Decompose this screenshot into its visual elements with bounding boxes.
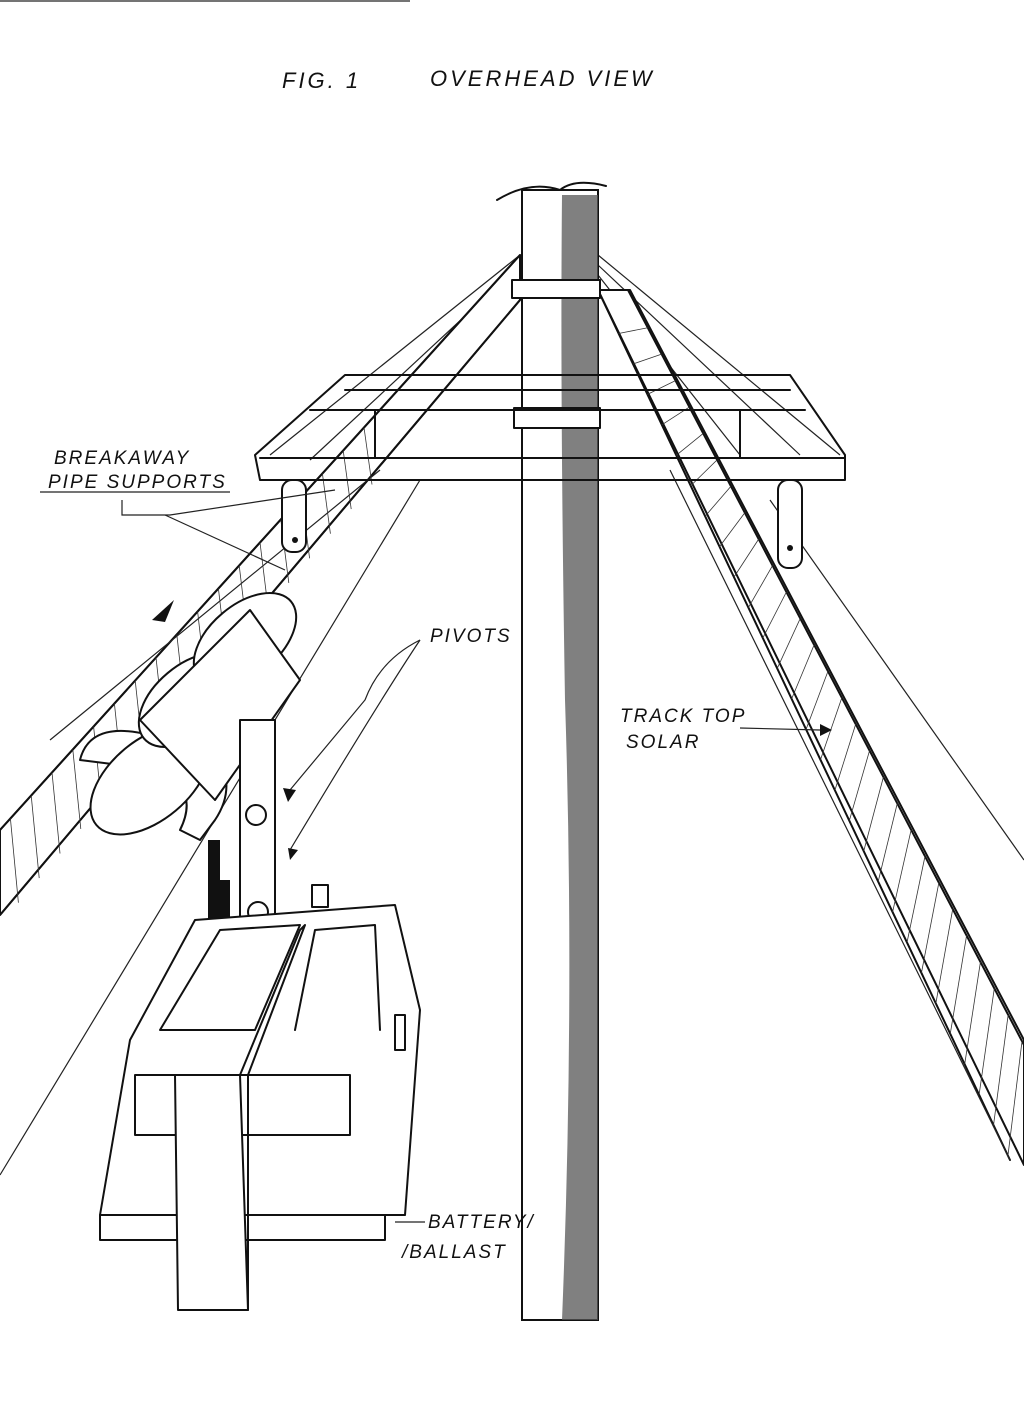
solar-cell-line xyxy=(1007,1041,1023,1156)
pole-clamp-lower xyxy=(513,407,601,429)
solar-cell-line xyxy=(877,803,898,882)
battery-ballast-car xyxy=(99,884,421,1311)
solar-cell-line xyxy=(820,697,843,760)
solar-cell-line xyxy=(322,473,331,534)
breakaway-frame xyxy=(254,374,846,569)
solar-cell-line xyxy=(632,353,662,365)
figure-title: OVERHEAD VIEW xyxy=(430,66,655,91)
pipe-support-left xyxy=(281,479,307,553)
solar-cell-line xyxy=(647,380,676,395)
solar-cell-line xyxy=(949,935,967,1034)
solar-cell-line xyxy=(676,433,704,456)
label-breakaway-line1: BREAKAWAY xyxy=(54,448,190,469)
solar-cell-line xyxy=(935,909,954,1004)
solar-cell-line xyxy=(921,882,940,974)
solar-cell-line xyxy=(10,818,19,903)
solar-cell-line xyxy=(834,724,857,791)
solar-cell-line xyxy=(690,459,718,487)
label-breakaway-line2: PIPE SUPPORTS xyxy=(48,472,227,493)
solar-cell-line xyxy=(51,772,61,854)
right-solar-track xyxy=(597,289,1024,1166)
pipe-support-right xyxy=(777,479,803,569)
solar-cell-line xyxy=(805,671,829,730)
label-track-line2: SOLAR xyxy=(626,732,700,753)
solar-cell-line xyxy=(704,486,732,517)
solar-cell-line xyxy=(848,750,870,821)
solar-cell-line xyxy=(719,512,746,547)
solar-cell-line xyxy=(762,591,787,639)
solar-cell-line xyxy=(618,327,648,334)
label-track-line1: TRACK TOP xyxy=(620,706,746,727)
solar-cell-line xyxy=(993,1014,1009,1126)
solar-cell-line xyxy=(363,427,373,485)
pole-clamp-upper xyxy=(511,279,601,299)
pivot-rings xyxy=(79,592,301,841)
solar-cell-line xyxy=(964,961,981,1065)
label-battery-line1: BATTERY/ xyxy=(428,1212,535,1233)
leader-lines xyxy=(40,489,832,1223)
solar-cell-line xyxy=(892,829,912,913)
figure-number: FIG. 1 xyxy=(282,68,361,93)
label-battery-line2: /BALLAST xyxy=(400,1242,507,1263)
solar-cell-line xyxy=(791,644,815,700)
utility-pole xyxy=(496,181,607,1321)
solar-cell-line xyxy=(30,795,40,879)
solar-cell-line xyxy=(748,565,773,608)
solar-cell-line xyxy=(906,856,926,943)
solar-cell-line xyxy=(72,749,82,829)
solar-cell-line xyxy=(733,538,760,578)
solar-cell-line xyxy=(776,618,801,669)
solar-cell-line xyxy=(978,988,995,1095)
label-pivots: PIVOTS xyxy=(430,626,512,647)
solar-cell-line xyxy=(863,776,884,852)
